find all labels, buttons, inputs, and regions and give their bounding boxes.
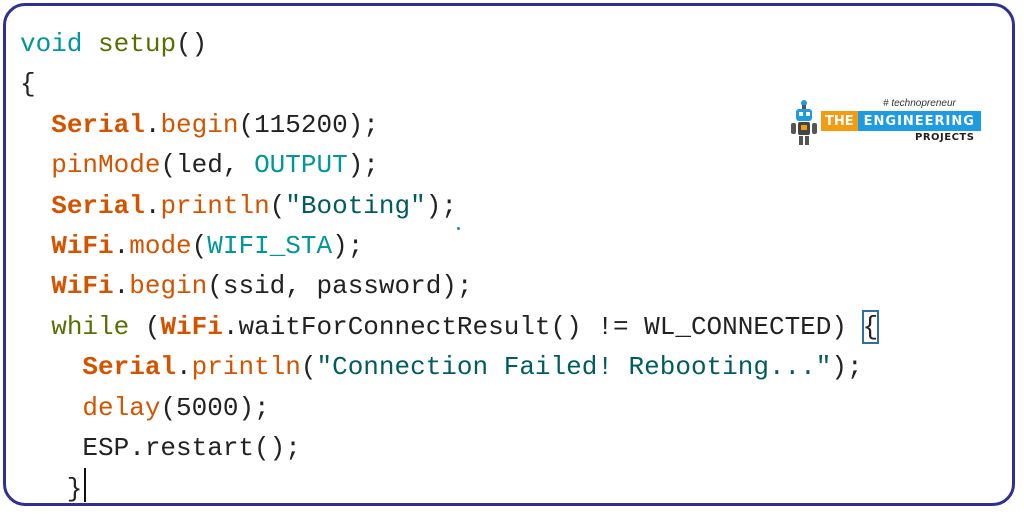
code-token: begin [160,109,239,140]
code-token: ( [191,230,208,261]
code-token: . [222,311,239,342]
code-token: (5000); [160,392,270,423]
code-token: ESP.restart(); [20,432,301,463]
logo-projects: PROJECTS [915,132,975,143]
code-token: Serial [51,109,145,140]
code-token: "Connection Failed! Rebooting..." [316,352,832,383]
code-token: { [20,69,36,100]
code-token: . [176,352,192,383]
code-line: while (WiFi.waitForConnectResult() != WL… [20,307,880,347]
code-token: mode [129,230,192,261]
code-token: begin [129,271,208,302]
code-line: Serial.println("Connection Failed! Reboo… [20,347,878,387]
code-token [20,191,51,221]
code-line: Serial.println("Booting"); [20,186,878,226]
code-line: { [20,64,878,104]
code-token: pinMode [51,150,161,181]
code-token: WiFi [51,271,114,302]
code-token: ); [425,190,457,221]
code-line: delay(5000); [20,388,878,428]
code-token: setup [98,29,177,59]
code-token: WiFi [51,230,114,261]
logo-engineering: ENGINEERING [857,111,981,131]
logo-band: THE ENGINEERING [821,111,981,131]
stray-dot [457,227,460,230]
matched-brace: { [861,309,880,344]
code-token: OUTPUT [254,150,348,181]
code-line: WiFi.begin(ssid, password); [20,266,878,306]
code-line: WiFi.mode(WIFI_STA); [20,226,878,266]
code-line: pinMode(led, OUTPUT); [20,145,878,185]
code-token: Serial [82,352,177,383]
code-token [20,352,82,382]
code-token: . [113,230,130,261]
code-token [20,271,51,301]
text-cursor [84,468,87,503]
code-token: . [144,190,161,221]
code-line: ESP.restart(); [20,428,878,468]
code-frame [3,3,1015,506]
code-token: ); [347,150,379,181]
code-token: . [144,109,161,140]
code-token [20,312,51,342]
code-token [20,150,51,180]
code-line: } [20,468,878,508]
code-line: Serial.begin(115200); [20,105,878,145]
code-line: void setup() [20,24,878,64]
logo-the: THE [821,111,858,131]
code-token: (115200); [238,109,379,140]
code-token: () [176,29,208,59]
logo-tagline: # technopreneur [883,98,956,109]
code-token [82,29,98,59]
code-token: waitForConnectResult() != WL_CONNECTED) [238,311,863,342]
code-editor[interactable]: void setup(){ Serial.begin(115200); pinM… [20,24,880,509]
code-token: "Booting" [285,190,426,221]
code-token: void [20,29,83,59]
code-token: ( [269,190,286,221]
code-token: } [20,474,83,505]
code-token: delay [82,392,161,423]
code-token: ( [129,311,161,342]
code-token: while [51,311,130,342]
code-token: (led, [160,150,255,181]
code-token: ( [300,352,317,383]
code-token: WiFi [160,311,223,342]
code-token: ); [831,352,863,383]
code-token: Serial [51,190,145,221]
code-token [20,231,51,261]
code-token: WIFI_STA [207,230,333,261]
engineering-projects-logo: # technopreneur THE ENGINEERING PROJECTS [787,98,981,148]
code-token: . [113,271,130,302]
code-token: println [191,352,301,383]
robot-icon [791,100,817,145]
code-token: println [160,190,270,221]
code-token [20,393,82,423]
code-token: ); [332,230,364,261]
code-token [20,110,51,140]
code-token: (ssid, password); [207,271,473,302]
